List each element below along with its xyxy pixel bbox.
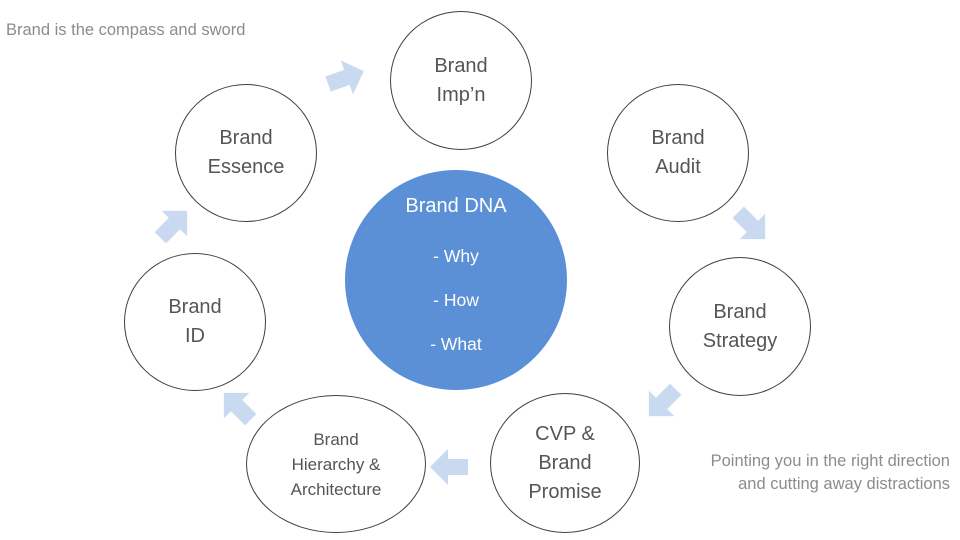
node-brand-essence: Brand Essence: [175, 84, 317, 222]
center-item-how: - How: [433, 289, 479, 310]
node-brand-hierarchy-architecture: Brand Hierarchy & Architecture: [246, 395, 426, 533]
node-label-line: Strategy: [702, 329, 778, 352]
node-label-line: Brand: [713, 300, 767, 323]
node-label-line: Architecture: [290, 479, 382, 499]
node-label-line: Imp’n: [436, 83, 486, 106]
caption-bottom-right: Pointing you in the right direction and …: [710, 452, 950, 493]
node-label-line: Brand: [219, 127, 273, 149]
node-brand-audit: Brand Audit: [607, 84, 749, 222]
node-label-line: Hierarchy &: [291, 454, 381, 474]
node-brand-id: Brand ID: [124, 253, 266, 391]
center-title: Brand DNA: [405, 194, 507, 217]
node-label-line: CVP &: [535, 422, 595, 445]
node-brand-strategy: Brand Strategy: [669, 257, 811, 396]
node-cvp-brand-promise: CVP & Brand Promise: [490, 393, 640, 533]
arrow-audit-to-strategy: [732, 206, 766, 240]
node-label-line: Brand: [538, 451, 592, 474]
center-brand-dna: Brand DNA - Why - How - What: [345, 170, 567, 390]
node-label-line: Brand: [313, 429, 359, 449]
node-label-line: Essence: [207, 156, 285, 178]
node-label-line: Brand: [168, 296, 222, 318]
node-label-line: Brand: [651, 127, 705, 149]
node-label-line: Audit: [655, 156, 701, 178]
center-item-what: - What: [430, 333, 482, 354]
center-item-why: - Why: [433, 245, 479, 266]
node-label-line: Brand: [434, 54, 488, 77]
arrow-id-to-essence: [154, 210, 188, 244]
node-brand-impression: Brand Imp’n: [390, 11, 532, 150]
node-label-line: Promise: [528, 480, 602, 503]
node-label-line: ID: [185, 325, 205, 347]
caption-top-left: Brand is the compass and sword: [6, 21, 246, 39]
arrow-strategy-to-cvp: [648, 383, 682, 417]
arrow-essence-to-impression: [325, 60, 364, 95]
arrow-cvp-to-hierarchy: [430, 449, 468, 485]
arrow-hierarchy-to-id: [223, 392, 257, 426]
